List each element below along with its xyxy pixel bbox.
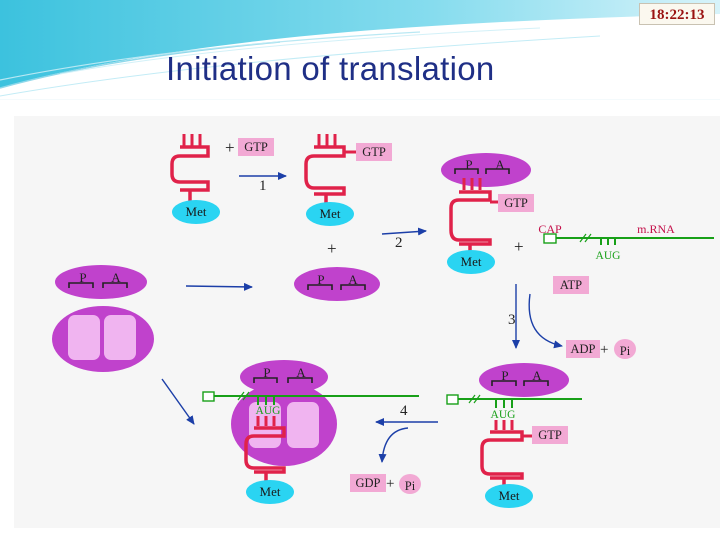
site-p-label: P <box>263 365 270 380</box>
step-3-label: 3 <box>508 312 516 328</box>
site-a-label: A <box>296 365 306 380</box>
site-p-label: P <box>79 270 86 285</box>
small-subunit <box>55 265 147 299</box>
mrna-strand: CAP m.RNA AUG <box>538 222 714 262</box>
header-swoosh <box>0 0 720 100</box>
step-4-label: 4 <box>400 403 408 419</box>
translation-initiation-diagram: Met + GTP 1 GTP Met + 2 P A <box>14 116 720 528</box>
cap-box <box>202 391 215 402</box>
met-bubble <box>447 250 495 274</box>
site-p-label: P <box>317 272 324 287</box>
plus-sign: + <box>327 239 337 258</box>
pi-bubble <box>399 474 421 494</box>
aug-label: AUG <box>596 250 621 262</box>
assembled-ribosome: P A AUG Met <box>202 360 419 504</box>
pi-bubble <box>614 339 636 359</box>
small-subunit-complex: P A GTP Met <box>441 153 534 274</box>
met-label: Met <box>186 204 207 219</box>
met-label: Met <box>461 254 482 269</box>
initiation-complex-small: P A AUG GTP Met <box>446 363 582 508</box>
pi-label: Pi <box>620 344 631 358</box>
step-1-label: 1 <box>259 178 267 194</box>
step-2-label: 2 <box>395 235 403 251</box>
met-bubble <box>306 202 354 226</box>
gtp-box <box>532 426 568 444</box>
subunit-arrow <box>185 282 253 291</box>
gtp-label: GTP <box>504 196 528 210</box>
gtp-box <box>238 138 274 156</box>
cap-label: CAP <box>538 222 562 236</box>
small-subunit-middle: P A <box>294 267 380 301</box>
gtp-box <box>356 143 392 161</box>
small-subunit <box>479 363 569 397</box>
small-subunit <box>240 360 328 394</box>
slide-title: Initiation of translation <box>166 50 495 87</box>
clock-display: 18:22:13 <box>639 3 715 25</box>
gdp-box <box>350 474 386 492</box>
trna-met-gtp: GTP Met <box>304 134 392 226</box>
gtp-box <box>498 194 534 212</box>
gtp-to-gdp-arrow <box>378 427 409 463</box>
step-2-arrow <box>381 227 427 236</box>
plus-sign: + <box>225 138 235 157</box>
site-p-label: P <box>501 368 508 383</box>
atp-box <box>553 276 589 294</box>
met-label: Met <box>320 206 341 221</box>
adp-label: ADP <box>570 342 595 356</box>
plus-sign: + <box>600 342 608 358</box>
large-subunit <box>52 306 154 372</box>
site-p-label: P <box>465 157 472 172</box>
aug-label: AUG <box>491 409 516 421</box>
gtp-label: GTP <box>538 428 562 442</box>
plus-sign: + <box>386 476 394 492</box>
met-bubble <box>485 484 533 508</box>
adp-box <box>566 340 600 358</box>
site-a-label: A <box>495 157 505 172</box>
site-a-label: A <box>532 368 542 383</box>
assembly-arrow <box>161 378 195 425</box>
met-label: Met <box>260 484 281 499</box>
small-subunit-free: P A <box>55 265 147 299</box>
small-subunit <box>294 267 380 301</box>
site-a-label: A <box>348 272 358 287</box>
site-a-label: A <box>111 270 121 285</box>
aug-label: AUG <box>256 405 281 417</box>
plus-sign: + <box>514 237 524 256</box>
gdp-label: GDP <box>355 476 380 490</box>
pi-label: Pi <box>405 479 416 493</box>
cap-box <box>543 233 557 244</box>
met-bubble <box>246 480 294 504</box>
trna-met-1: Met <box>170 134 220 224</box>
gtp-label: GTP <box>362 145 386 159</box>
atp-to-adp-arrow <box>528 293 563 349</box>
met-bubble <box>172 200 220 224</box>
met-label: Met <box>499 488 520 503</box>
gtp-label: GTP <box>244 140 268 154</box>
atp-label: ATP <box>560 278 582 292</box>
cap-box <box>446 394 459 405</box>
mrna-label: m.RNA <box>637 222 675 236</box>
